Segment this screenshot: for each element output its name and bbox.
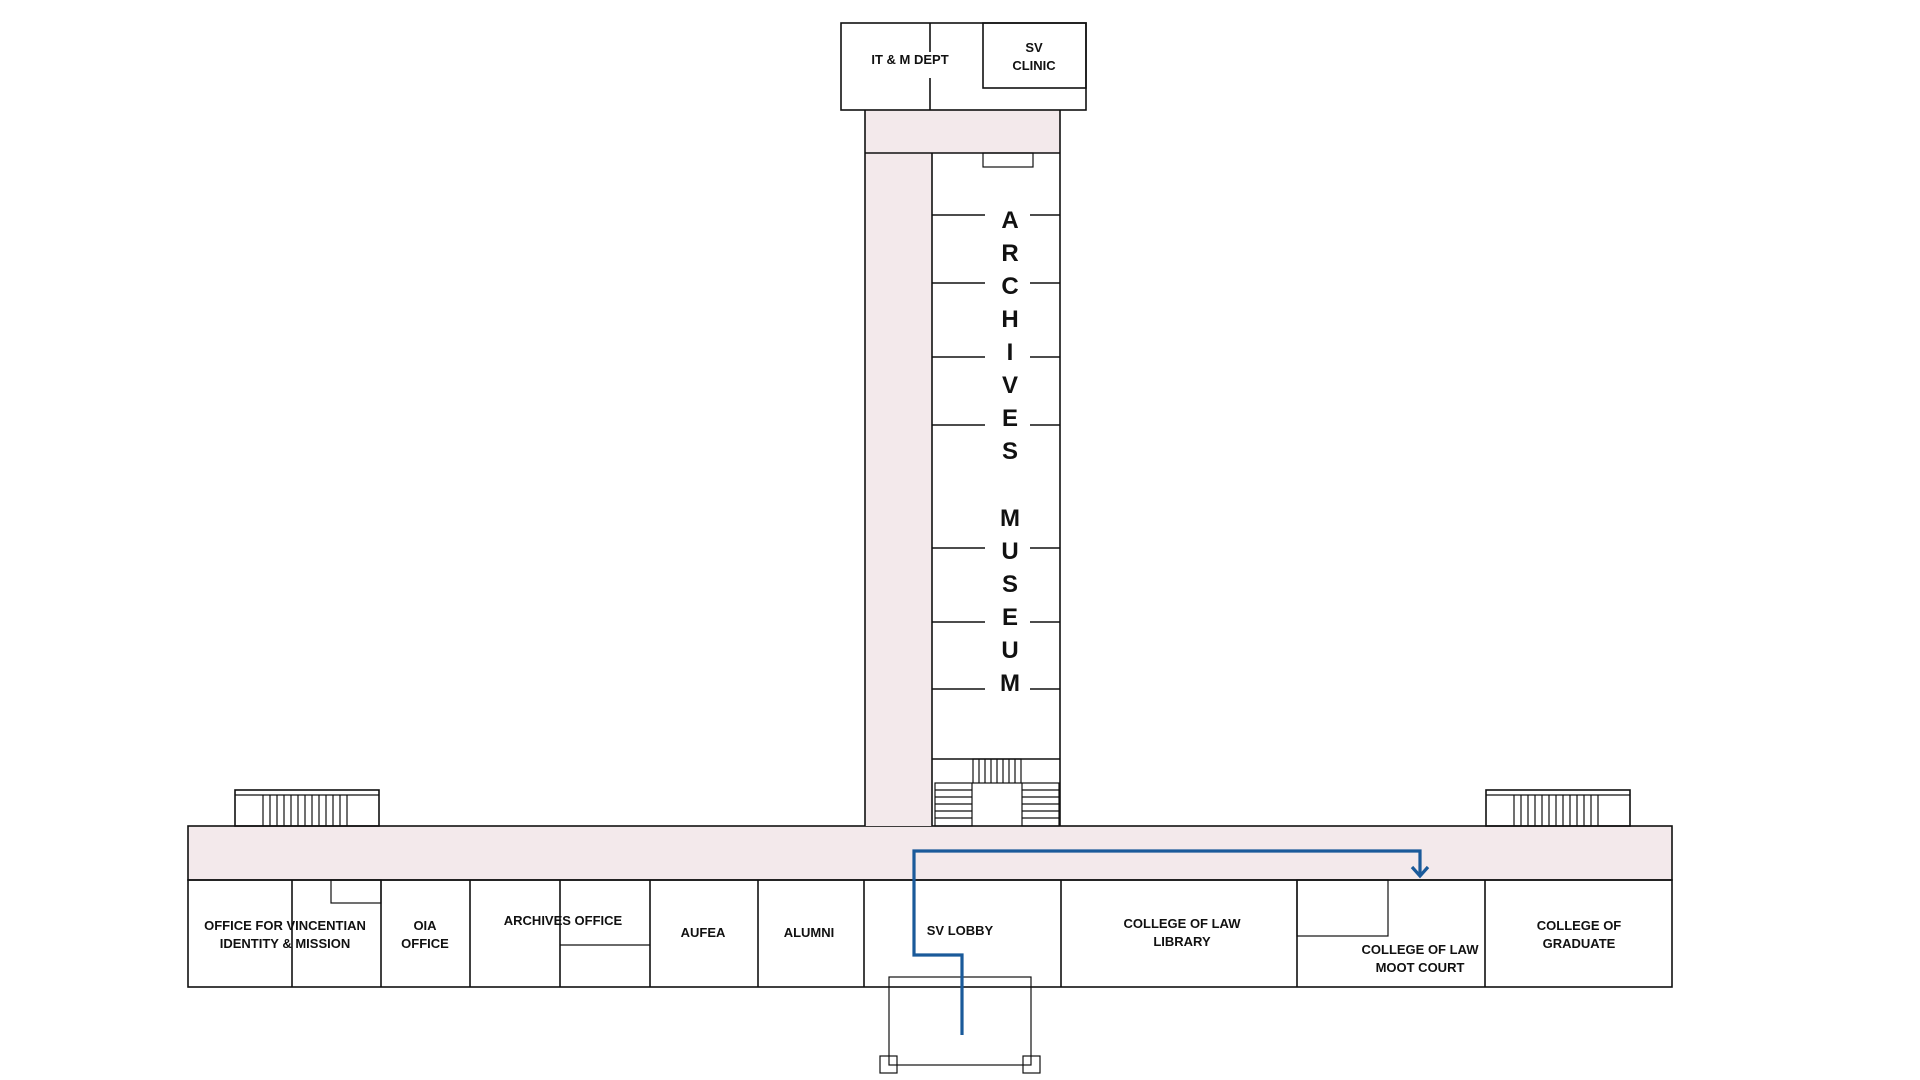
label-aufea: AUFEA bbox=[681, 925, 726, 940]
label-oia-office-line2: OFFICE bbox=[401, 936, 449, 951]
museum-letter: U bbox=[1001, 637, 1018, 664]
route-path bbox=[912, 849, 1422, 1035]
entrance bbox=[879, 976, 1041, 1074]
label-office-vincentian-line2: IDENTITY & MISSION bbox=[220, 936, 351, 951]
label-oia-office-line1: OIA bbox=[413, 918, 437, 933]
archives-letter: H bbox=[1001, 306, 1018, 333]
label-sv-lobby: SV LOBBY bbox=[927, 923, 994, 938]
museum-letter: S bbox=[1002, 571, 1018, 598]
label-college-of-graduate-line2: GRADUATE bbox=[1543, 936, 1616, 951]
label-it-m-dept: IT & M DEPT bbox=[871, 52, 948, 67]
corridor-vertical bbox=[865, 153, 932, 826]
label-archives-office: ARCHIVES OFFICE bbox=[504, 913, 623, 928]
label-office-vincentian-line1: OFFICE FOR VINCENTIAN bbox=[204, 918, 366, 933]
museum-letter: M bbox=[1000, 505, 1020, 532]
archives-letter: C bbox=[1001, 273, 1018, 300]
archives-letter: E bbox=[1002, 405, 1018, 432]
archives-letter: I bbox=[1007, 339, 1014, 366]
archives-letter: S bbox=[1002, 438, 1018, 465]
label-college-of-law-library-line1: COLLEGE OF LAW bbox=[1124, 916, 1242, 931]
corridor-main-horizontal bbox=[187, 825, 1673, 881]
label-sv-clinic-line1: SV bbox=[1025, 40, 1043, 55]
label-college-of-law-library-line2: LIBRARY bbox=[1153, 934, 1211, 949]
corridor-top-horizontal bbox=[865, 110, 1060, 153]
archives-letter: A bbox=[1001, 207, 1018, 234]
label-moot-court-line2: MOOT COURT bbox=[1376, 960, 1465, 975]
museum-letter: E bbox=[1002, 604, 1018, 631]
bottom-rooms bbox=[187, 879, 1673, 988]
label-alumni: ALUMNI bbox=[784, 925, 835, 940]
label-moot-court-line1: COLLEGE OF LAW bbox=[1362, 942, 1480, 957]
stairs-center bbox=[934, 758, 1060, 827]
archives-letter: R bbox=[1001, 240, 1018, 267]
stairs-right bbox=[1485, 789, 1631, 827]
stairs-left bbox=[234, 789, 380, 827]
archives-letter: V bbox=[1002, 372, 1018, 399]
museum-letter: U bbox=[1001, 538, 1018, 565]
label-college-of-graduate-line1: COLLEGE OF bbox=[1537, 918, 1622, 933]
museum-letter: M bbox=[1000, 670, 1020, 697]
route-arrowhead bbox=[1410, 865, 1430, 879]
label-sv-clinic-line2: CLINIC bbox=[1012, 58, 1056, 73]
